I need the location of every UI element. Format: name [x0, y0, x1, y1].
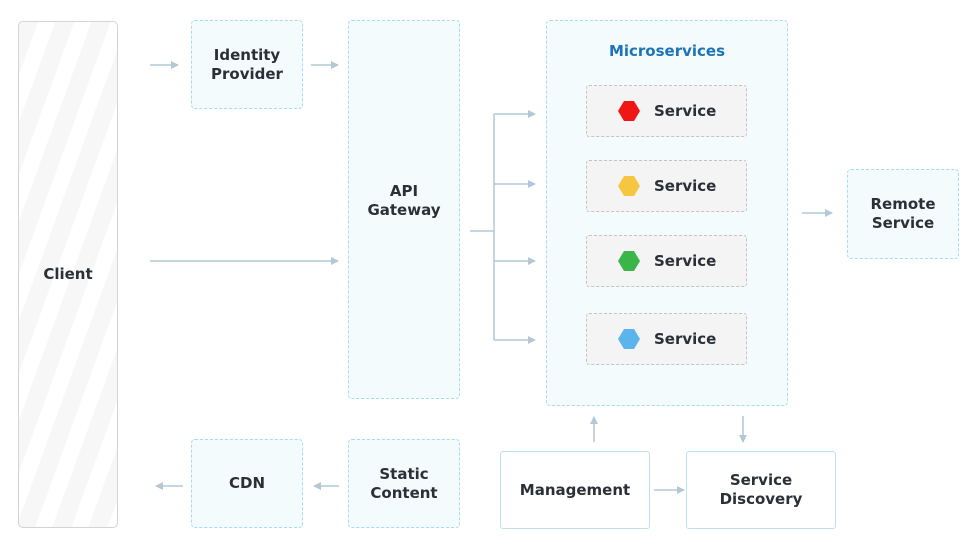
- identity-provider-label: Identity Provider: [211, 45, 283, 83]
- service-label: Service: [654, 102, 717, 120]
- microservices-title: Microservices: [608, 42, 726, 60]
- service-card-green: Service: [586, 235, 747, 287]
- management-box: Management: [500, 451, 650, 529]
- service-label: Service: [654, 252, 717, 270]
- api-gateway-label: API Gateway: [367, 181, 441, 219]
- remote-service-label: Remote Service: [870, 195, 936, 232]
- management-label: Management: [519, 480, 631, 499]
- remote-service-box: Remote Service: [847, 169, 959, 259]
- yellow-hexagon-icon: [618, 176, 640, 196]
- service-card-blue: Service: [586, 313, 747, 365]
- identity-provider-box: Identity Provider: [191, 20, 303, 109]
- service-label: Service: [654, 177, 717, 195]
- blue-hexagon-icon: [618, 329, 640, 349]
- static-content-label: Static Content: [370, 464, 438, 502]
- service-discovery-label: Service Discovery: [719, 471, 803, 508]
- red-hexagon-icon: [618, 101, 640, 121]
- client-label: Client: [43, 265, 93, 283]
- cdn-label: CDN: [228, 474, 265, 492]
- client-box: Client: [18, 21, 118, 528]
- green-hexagon-icon: [618, 251, 640, 271]
- service-card-yellow: Service: [586, 160, 747, 212]
- service-card-red: Service: [586, 85, 747, 137]
- api-gateway-box: API Gateway: [348, 20, 460, 399]
- service-label: Service: [654, 330, 717, 348]
- service-discovery-box: Service Discovery: [686, 451, 836, 529]
- cdn-box: CDN: [191, 439, 303, 528]
- static-content-box: Static Content: [348, 439, 460, 528]
